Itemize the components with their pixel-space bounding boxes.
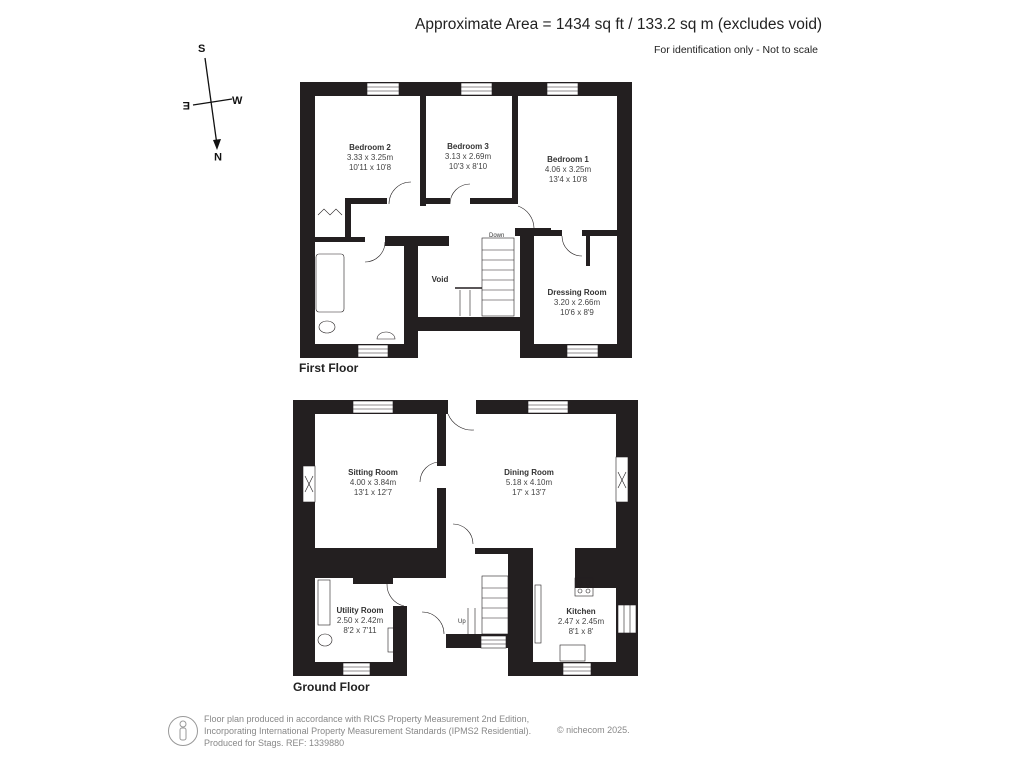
- room-dressing-room: Dressing Room 3.20 x 2.66m 10'6 x 8'9: [547, 288, 606, 317]
- bathroom-fixtures: [315, 208, 396, 340]
- disclaimer: For identification only - Not to scale: [654, 44, 818, 56]
- svg-text:2.47 x 2.45m: 2.47 x 2.45m: [558, 617, 605, 626]
- compass-south: S: [198, 43, 205, 55]
- ground-floor-stairs: [467, 575, 509, 635]
- footer-line-2: Incorporating International Property Mea…: [204, 726, 532, 736]
- footer-line-3: Produced for Stags. REF: 1339880: [204, 738, 345, 748]
- svg-text:17' x 13'7: 17' x 13'7: [512, 488, 546, 497]
- ground-floor-windows: [342, 400, 637, 676]
- svg-text:2.50 x 2.42m: 2.50 x 2.42m: [337, 616, 384, 625]
- svg-text:Kitchen: Kitchen: [566, 607, 595, 616]
- svg-text:4.06 x 3.25m: 4.06 x 3.25m: [545, 165, 592, 174]
- kitchen-fixtures: [317, 577, 594, 662]
- compass-west: W: [232, 95, 243, 107]
- svg-text:Dining Room: Dining Room: [504, 468, 554, 477]
- compass-rose-icon: S N E W: [183, 43, 243, 162]
- svg-text:10'3 x 8'10: 10'3 x 8'10: [449, 162, 488, 171]
- svg-text:8'1 x 8': 8'1 x 8': [569, 627, 594, 636]
- svg-text:Dressing Room: Dressing Room: [547, 288, 606, 297]
- svg-text:13'4 x 10'8: 13'4 x 10'8: [549, 175, 588, 184]
- room-void: Void: [432, 275, 449, 284]
- person-icon: [168, 716, 198, 746]
- svg-text:4.00 x 3.84m: 4.00 x 3.84m: [350, 478, 397, 487]
- compass-north: N: [214, 150, 222, 162]
- svg-text:8'2 x 7'11: 8'2 x 7'11: [343, 626, 377, 635]
- footer-notes: Floor plan produced in accordance with R…: [204, 713, 531, 749]
- room-dining-room: Dining Room 5.18 x 4.10m 17' x 13'7: [504, 468, 554, 497]
- stairs-up-label: Up: [458, 619, 466, 625]
- copyright: © nichecom 2025.: [557, 725, 630, 735]
- svg-text:Utility Room: Utility Room: [336, 606, 383, 615]
- svg-text:3.33 x 3.25m: 3.33 x 3.25m: [347, 153, 394, 162]
- svg-text:Bedroom 2: Bedroom 2: [349, 143, 391, 152]
- svg-text:Bedroom 1: Bedroom 1: [547, 155, 589, 164]
- svg-text:10'6 x 8'9: 10'6 x 8'9: [560, 308, 594, 317]
- compass-east: E: [183, 99, 190, 111]
- svg-text:3.13 x 2.69m: 3.13 x 2.69m: [445, 152, 492, 161]
- first-floor-stairs: [455, 237, 515, 317]
- stairs-down-label: Down: [489, 233, 504, 239]
- room-bedroom-3: Bedroom 3 3.13 x 2.69m 10'3 x 8'10: [445, 142, 492, 171]
- ground-floor-doors: [386, 413, 475, 635]
- room-sitting-room: Sitting Room 4.00 x 3.84m 13'1 x 12'7: [348, 468, 398, 497]
- first-floor-windows: [357, 82, 599, 358]
- svg-text:5.18 x 4.10m: 5.18 x 4.10m: [506, 478, 553, 487]
- first-floor-doors: [364, 181, 583, 263]
- room-bedroom-1: Bedroom 1 4.06 x 3.25m 13'4 x 10'8: [545, 155, 592, 184]
- footer-line-1: Floor plan produced in accordance with R…: [204, 714, 530, 724]
- svg-text:Sitting Room: Sitting Room: [348, 468, 398, 477]
- room-utility-room: Utility Room 2.50 x 2.42m 8'2 x 7'11: [336, 606, 383, 635]
- svg-text:13'1 x 12'7: 13'1 x 12'7: [354, 488, 393, 497]
- ground-floor-label: Ground Floor: [293, 680, 370, 694]
- svg-text:Bedroom 3: Bedroom 3: [447, 142, 489, 151]
- room-kitchen: Kitchen 2.47 x 2.45m 8'1 x 8': [558, 607, 605, 636]
- room-bedroom-2: Bedroom 2 3.33 x 3.25m 10'11 x 10'8: [347, 143, 394, 172]
- svg-text:3.20 x 2.66m: 3.20 x 2.66m: [554, 298, 601, 307]
- fireplaces: [302, 456, 629, 503]
- svg-text:10'11 x 10'8: 10'11 x 10'8: [349, 163, 392, 172]
- svg-text:Void: Void: [432, 275, 449, 284]
- first-floor-label: First Floor: [299, 361, 359, 375]
- area-title: Approximate Area = 1434 sq ft / 133.2 sq…: [415, 16, 823, 33]
